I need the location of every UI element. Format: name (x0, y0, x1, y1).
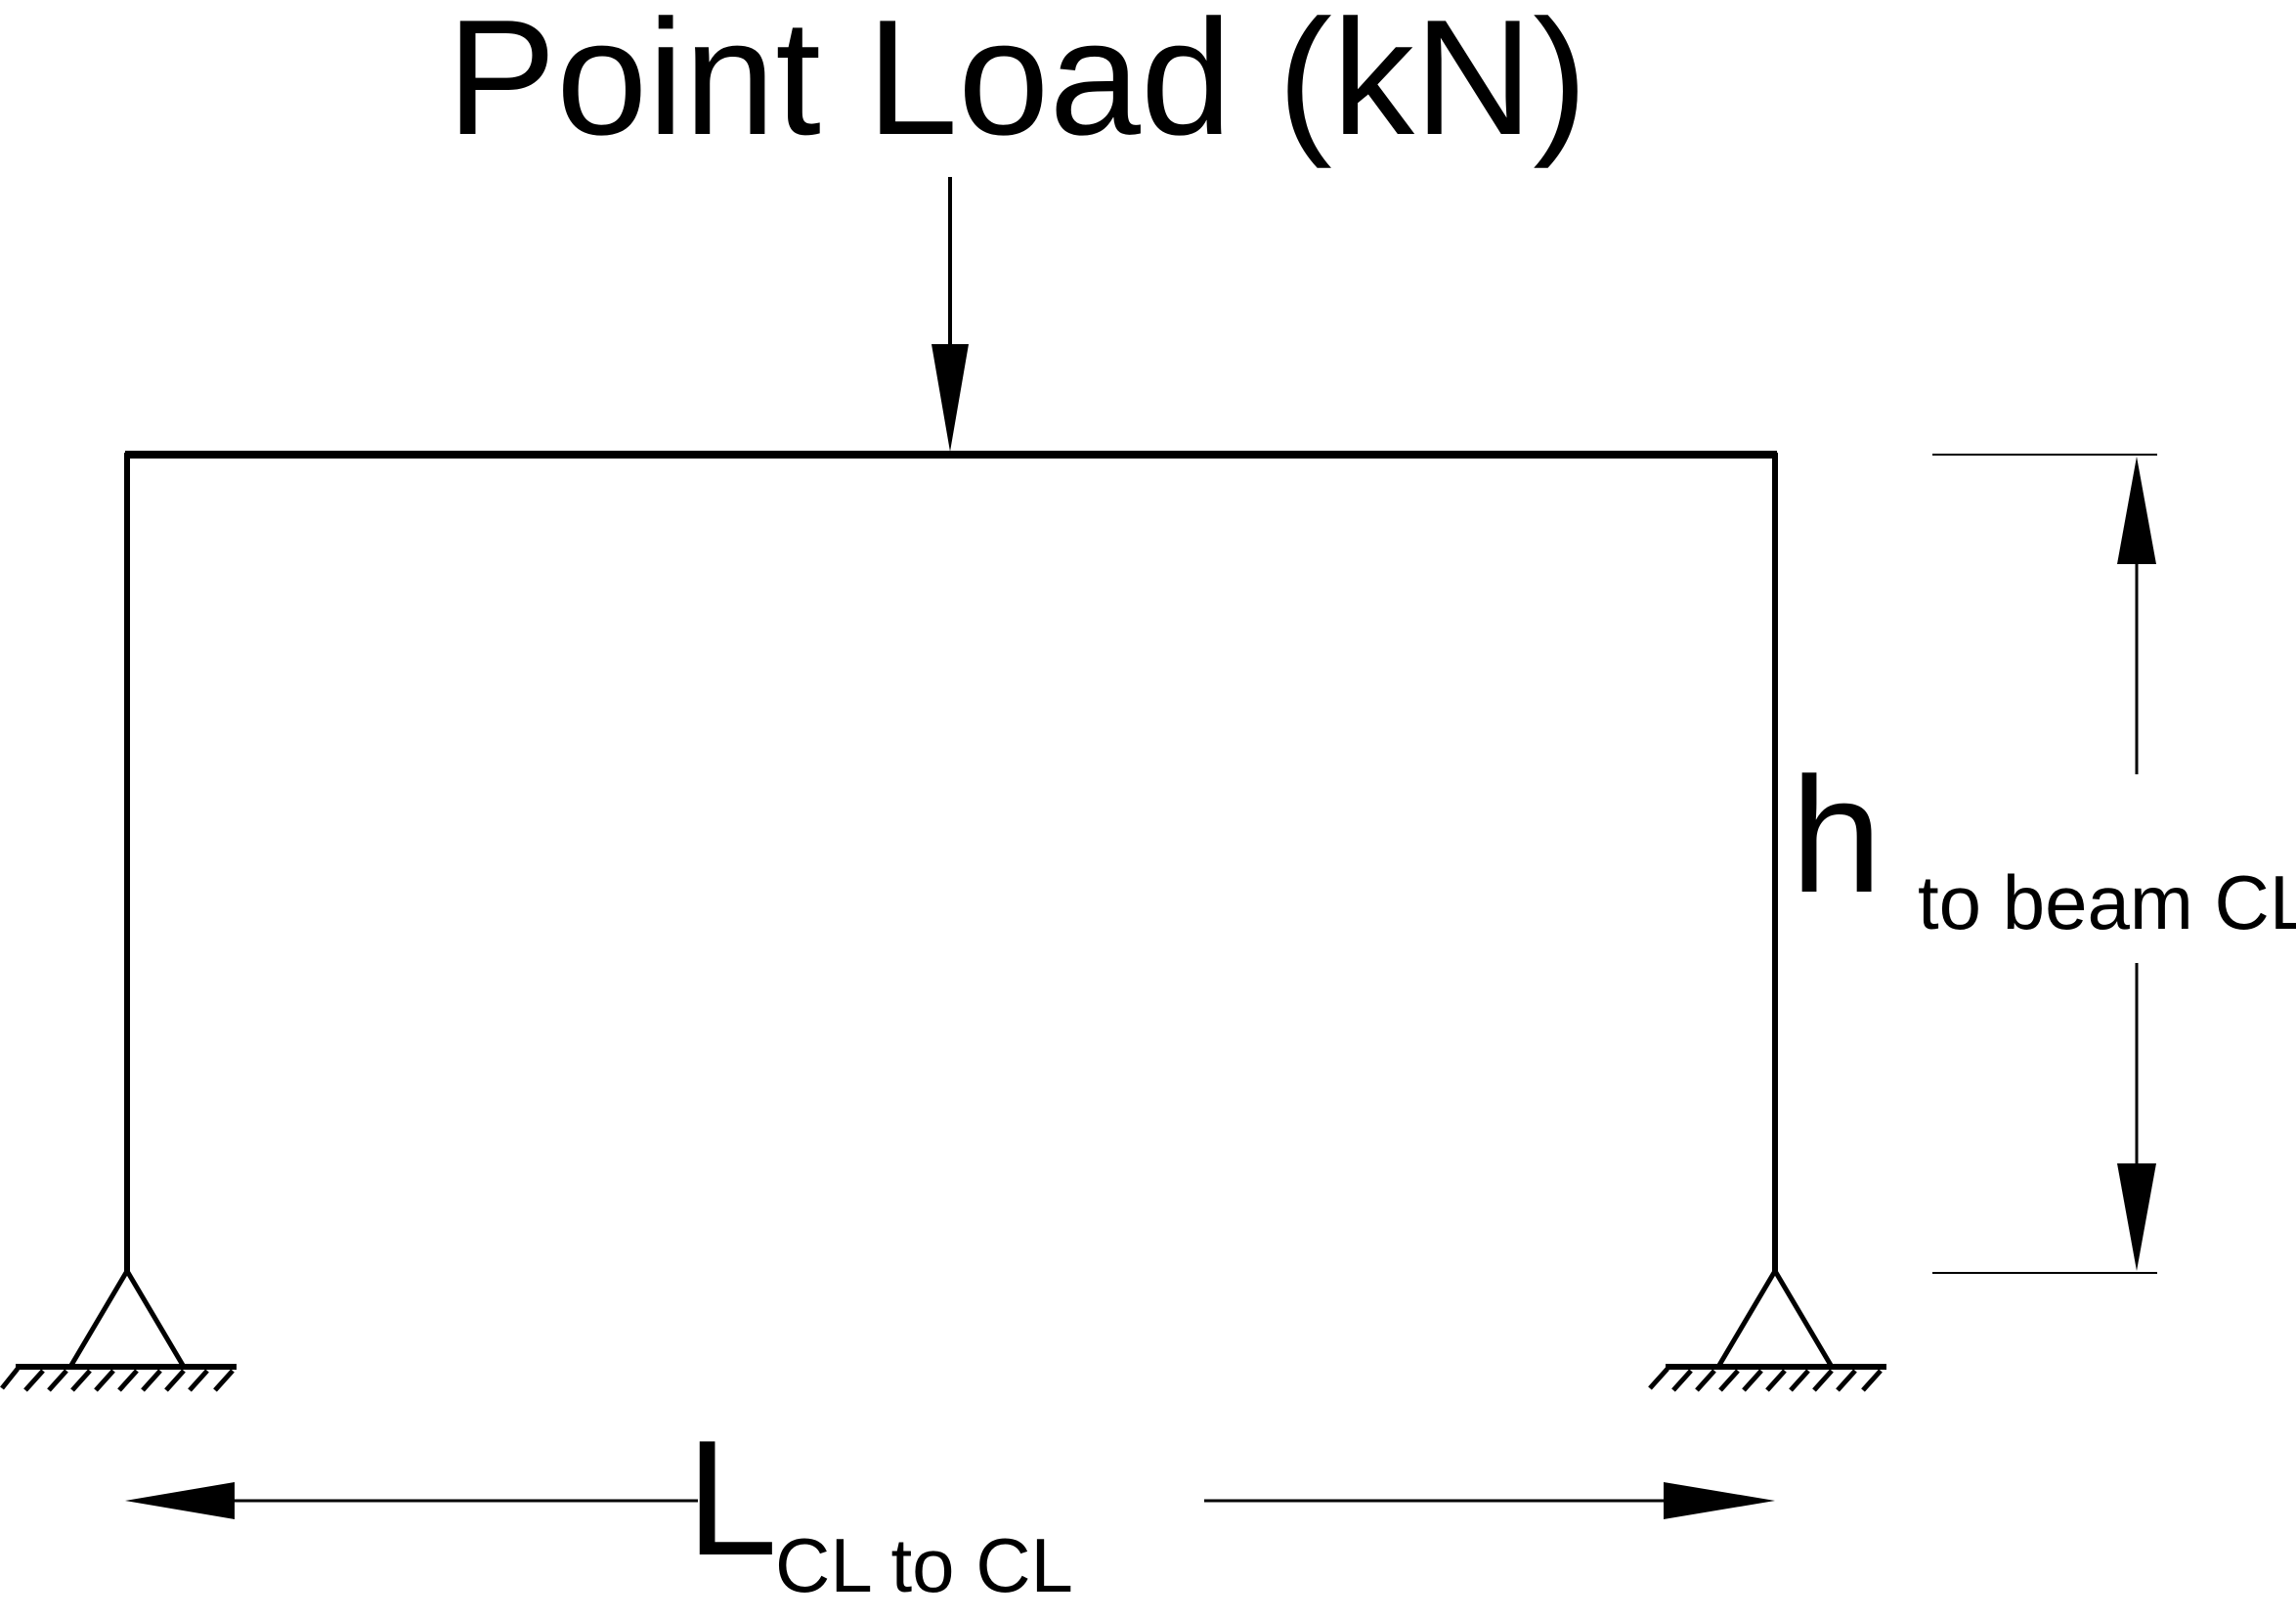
height-symbol: h (1791, 743, 1882, 927)
height-arrowhead-top (2117, 457, 2156, 564)
length-symbol: L (686, 1406, 777, 1590)
point-load-arrow (931, 177, 969, 452)
right-pin-support (1648, 1266, 1886, 1392)
load-label: Point Load (kN) (447, 0, 1587, 169)
length-arrowhead-left (125, 1482, 235, 1519)
length-dimension: L CL to CL (125, 1406, 1775, 1608)
left-ground-hatch (0, 1367, 235, 1392)
height-dimension: h to beam CL (1791, 454, 2296, 1274)
right-ground-hatch (1648, 1367, 1883, 1392)
left-pin-support (0, 1266, 237, 1392)
length-arrowhead-right (1664, 1482, 1775, 1519)
frame (124, 451, 1778, 1273)
height-arrowhead-bottom (2117, 1163, 2156, 1271)
length-subscript: CL to CL (775, 1522, 1073, 1608)
height-subscript: to beam CL (1918, 859, 2296, 945)
